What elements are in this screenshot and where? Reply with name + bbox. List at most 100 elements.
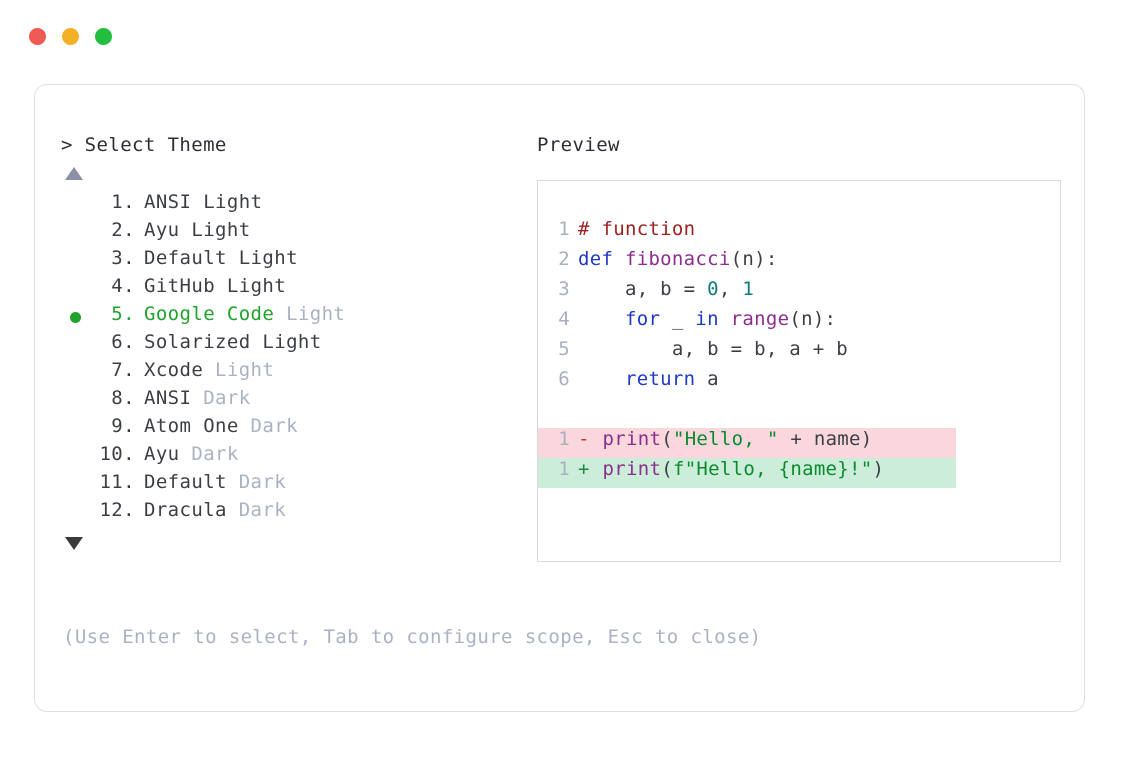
theme-item-number: 6.	[99, 331, 135, 353]
theme-list-item[interactable]: 9.Atom One Dark	[61, 415, 531, 443]
code-token: # function	[578, 218, 696, 240]
theme-item-name: ANSI	[144, 191, 192, 213]
theme-list-item[interactable]: 10.Ayu Dark	[61, 443, 531, 471]
selection-bullet-cell	[61, 368, 89, 379]
close-window-button[interactable]	[29, 27, 46, 45]
code-token	[578, 308, 625, 330]
diff-removed-line: 1- print("Hello, " + name)	[538, 428, 956, 458]
selected-bullet-icon	[70, 284, 81, 295]
diff-sign: -	[578, 428, 590, 450]
selection-bullet-cell	[61, 228, 89, 239]
selected-bullet-icon	[70, 396, 81, 407]
theme-item-variant: Dark	[191, 387, 251, 409]
code-token: a, b =	[578, 278, 708, 300]
theme-list-item[interactable]: 12.Dracula Dark	[61, 499, 531, 527]
diff-block: 1- print("Hello, " + name)1 + print( f"Hel…	[538, 428, 1060, 488]
keyboard-hint: (Use Enter to select, Tab to configure s…	[63, 626, 762, 648]
code-token: for	[624, 308, 661, 330]
window-titlebar	[0, 0, 1129, 72]
selected-bullet-icon	[70, 424, 81, 435]
theme-item-variant: Light	[226, 247, 298, 269]
code-line-number: 6	[558, 368, 570, 390]
minimize-window-button[interactable]	[62, 27, 79, 45]
theme-item-number: 12.	[99, 499, 135, 521]
code-token: range	[730, 308, 790, 330]
selection-bullet-cell	[61, 424, 89, 435]
theme-list-item[interactable]: 6.Solarized Light	[61, 331, 531, 359]
code-line-content: # function	[578, 218, 695, 240]
select-theme-prompt: > Select Theme	[61, 134, 227, 156]
theme-item-number: 10.	[99, 443, 135, 465]
code-token	[719, 308, 731, 330]
theme-list-item[interactable]: 2. Ayu Light	[61, 219, 531, 247]
theme-item-variant: Dark	[238, 415, 298, 437]
selection-bullet-cell	[61, 284, 89, 295]
theme-item-number: 4.	[99, 275, 135, 297]
theme-item-number: 3.	[99, 247, 135, 269]
code-token	[578, 368, 625, 390]
code-token: (	[661, 428, 673, 450]
maximize-window-button[interactable]	[95, 27, 112, 45]
theme-item-variant: Light	[179, 219, 251, 241]
theme-list-item[interactable]: 11.Default Dark	[61, 471, 531, 499]
selected-bullet-icon	[69, 311, 81, 323]
code-line-number: 4	[558, 308, 570, 330]
code-line-content: return a	[578, 368, 719, 390]
code-token: a	[695, 368, 719, 390]
code-line-content: def fibonacci(n):	[578, 248, 778, 270]
theme-item-name: ANSI	[144, 387, 192, 409]
code-line: 3 a, b = 0, 1	[538, 278, 1060, 308]
theme-item-number: 8.	[99, 387, 135, 409]
code-line-content: a, b = b, a + b	[578, 338, 848, 360]
code-token: ,	[718, 278, 743, 300]
code-token: (n):	[730, 248, 778, 270]
code-line-content: for _ in range(n):	[578, 308, 836, 330]
scroll-up-arrow-icon[interactable]	[65, 167, 83, 180]
theme-list-item[interactable]: 7.Xcode Light	[61, 359, 531, 387]
code-diff-spacer	[538, 398, 1060, 428]
code-line: 5 a, b = b, a + b	[538, 338, 1060, 368]
theme-item-name: Solarized	[144, 331, 251, 353]
diff-sign-spacer	[591, 428, 603, 450]
diff-line-number: 1	[558, 458, 570, 480]
code-line-content: a, b = 0, 1	[578, 278, 754, 300]
theme-item-variant: Light	[274, 303, 346, 325]
theme-item-name: Ayu	[144, 443, 180, 465]
theme-item-variant: Dark	[226, 499, 287, 521]
selection-bullet-cell	[61, 508, 89, 519]
code-token: f"Hello, {name}!"	[672, 458, 873, 480]
theme-item-name: GitHub	[144, 275, 216, 297]
scroll-down-arrow-icon[interactable]	[65, 537, 83, 550]
theme-list-item[interactable]: 5.Google Code Light	[61, 303, 531, 331]
selected-bullet-icon	[70, 340, 81, 351]
selected-bullet-icon	[70, 368, 81, 379]
theme-item-variant: Dark	[226, 471, 287, 493]
theme-item-name: Atom One	[144, 415, 239, 437]
selection-bullet-cell	[61, 311, 89, 323]
selected-bullet-icon	[70, 480, 81, 491]
theme-list-item[interactable]: 8. ANSI Dark	[61, 387, 531, 415]
code-token: + name)	[778, 428, 873, 450]
selection-bullet-cell	[61, 452, 89, 463]
selected-bullet-icon	[70, 200, 81, 211]
theme-list-item[interactable]: 4.GitHub Light	[61, 275, 531, 303]
selected-bullet-icon	[70, 508, 81, 519]
code-line-number: 3	[558, 278, 570, 300]
theme-list-item[interactable]: 1.ANSI Light	[61, 191, 531, 219]
theme-selector-card: > Select Theme 1.ANSI Light 2.Ayu Light …	[34, 84, 1085, 712]
diff-sign: +	[578, 458, 590, 480]
selection-bullet-cell	[61, 256, 89, 267]
theme-item-number: 7.	[99, 359, 135, 381]
selected-bullet-icon	[70, 256, 81, 267]
theme-item-name: Ayu	[144, 219, 180, 241]
diff-sign-spacer	[591, 458, 603, 480]
theme-item-number: 2.	[99, 219, 135, 241]
code-token: print	[602, 428, 662, 450]
theme-list-item[interactable]: 3.Default Light	[61, 247, 531, 275]
code-token: )	[872, 458, 885, 480]
code-token: 1	[742, 278, 755, 300]
code-token: 0	[707, 278, 719, 300]
code-token: in	[695, 308, 719, 330]
